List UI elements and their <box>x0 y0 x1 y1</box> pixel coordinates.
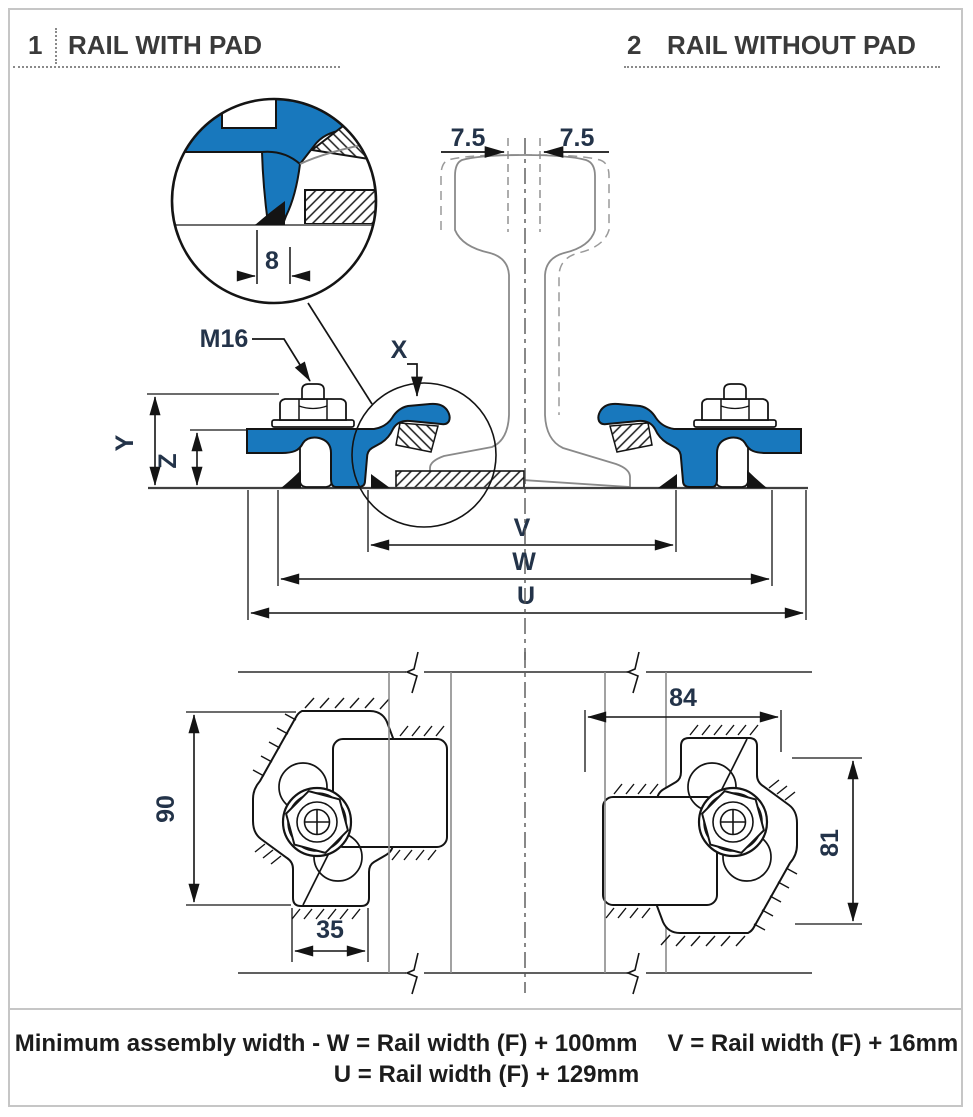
rail-pad <box>395 470 525 489</box>
plan-left-clamp <box>251 696 449 921</box>
dim-label-v: V <box>514 514 531 542</box>
detail-leader-line <box>307 302 373 405</box>
footer-formula-u: U = Rail width (F) + 129mm <box>333 1061 640 1088</box>
section1-number: 1 <box>28 30 43 60</box>
dim-label-w: W <box>512 548 536 576</box>
detail-circle-rim <box>170 97 378 305</box>
vwu-extension-lines <box>247 490 807 620</box>
footer-line1: Minimum assembly width - W = Rail width … <box>15 1030 959 1058</box>
break-symbols <box>404 651 640 995</box>
notes-footer: Minimum assembly width - W = Rail width … <box>10 1008 963 1109</box>
footer-line2: U = Rail width (F) + 129mm <box>334 1061 639 1089</box>
detail-plate-notch <box>221 99 277 129</box>
detail-rail-foot-line <box>299 139 376 165</box>
plan-horizontal-lines <box>238 671 812 974</box>
dim-label-detail-gap: 8 <box>265 247 279 275</box>
dim-label-84: 84 <box>669 684 697 712</box>
section2-title: RAIL WITHOUT PAD <box>667 30 916 60</box>
detail-pad-hatch <box>304 189 376 225</box>
section2-underline <box>624 66 940 68</box>
section2-number: 2 <box>627 30 642 60</box>
dim-x-leader <box>407 363 423 397</box>
dim-label-35: 35 <box>316 916 344 944</box>
dim-label-u: U <box>517 582 535 610</box>
cross-section-view: 7.5 7.5 <box>111 97 808 660</box>
footer-formula-v: V = Rail width (F) + 16mm <box>667 1030 959 1057</box>
rail-profile <box>429 154 631 488</box>
bolt-leader-line <box>252 338 311 382</box>
dim-label-90: 90 <box>152 795 180 823</box>
dim-label-x: X <box>391 336 408 364</box>
detail-pad-lip-wedge <box>255 201 285 225</box>
detail-view: 8 <box>170 97 378 305</box>
plan-right-clamp <box>601 723 799 948</box>
section1-underline <box>13 66 340 68</box>
dim-label-offset-left: 7.5 <box>451 124 486 152</box>
dim-label-81: 81 <box>816 829 844 857</box>
section1-separator <box>55 28 57 64</box>
dim-label-offset-right: 7.5 <box>560 124 595 152</box>
dim-label-y: Y <box>111 434 139 451</box>
plan-view: 90 35 84 81 <box>152 651 862 995</box>
sheet-border <box>8 8 963 1107</box>
dim-label-z: Z <box>154 453 182 468</box>
footer-formula-w: Minimum assembly width - W = Rail width … <box>14 1030 638 1057</box>
detail-indicator-circle <box>351 382 497 528</box>
detail-clamp-tongue <box>260 150 302 225</box>
section1-title: RAIL WITH PAD <box>68 30 263 60</box>
dim-label-bolt: M16 <box>200 325 249 353</box>
